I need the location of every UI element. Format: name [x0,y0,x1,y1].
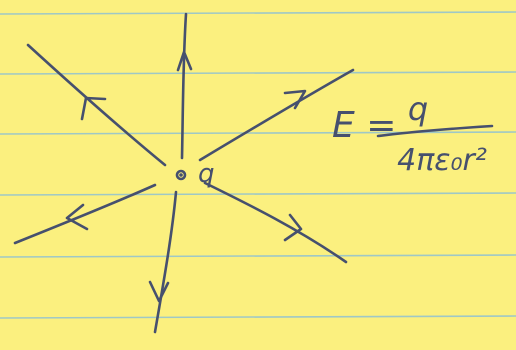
arrowhead-up [176,50,193,72]
field-line-down-left [13,183,157,245]
notebook-rules [0,11,516,319]
field-line-up-right [198,68,355,162]
arrowhead-down-right [283,213,303,242]
arrowhead-up-right [283,89,307,110]
equation-lhs: E = [332,105,396,146]
arrowhead-down [148,280,170,303]
field-lines [13,12,355,334]
field-line-up [180,12,188,160]
field-line-up-left [26,43,167,167]
fraction-bar [376,124,494,138]
point-charge: q [175,159,215,189]
field-equation: E = q 4πε₀r² [332,90,494,178]
arrowhead-up-left [80,96,107,121]
field-line-down-right [203,181,348,264]
charge-label: q [198,159,215,189]
equation-denominator: 4πε₀r² [397,143,487,178]
equation-numerator: q [408,90,428,128]
field-line-down [153,190,178,334]
arrowhead-down-left [65,203,89,231]
